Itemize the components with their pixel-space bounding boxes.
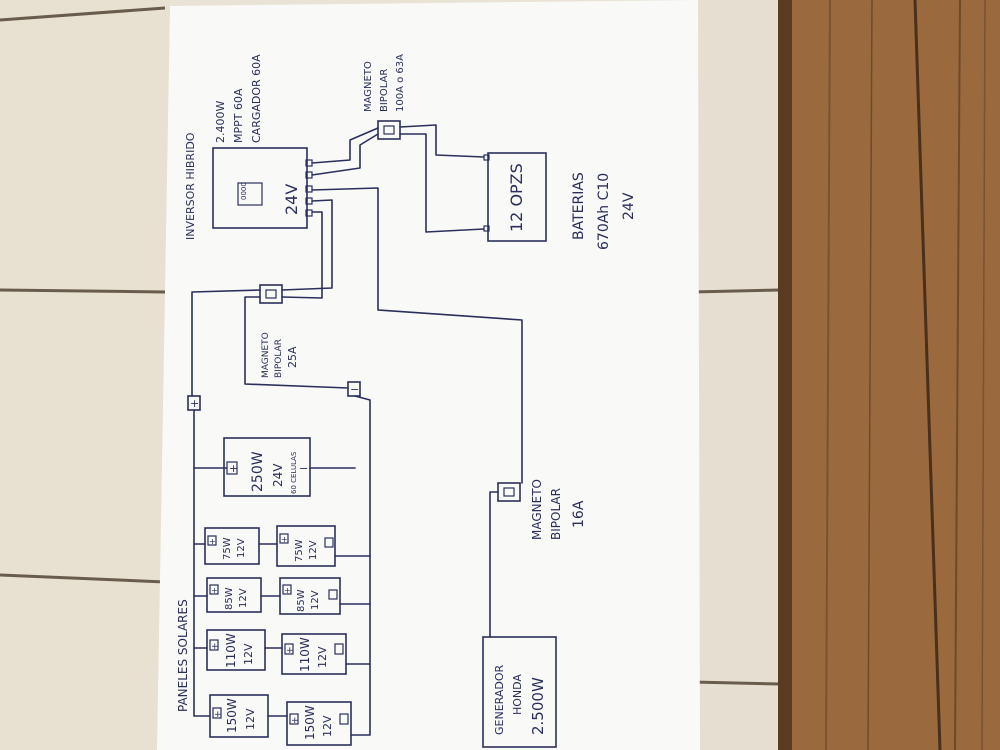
battery-label: 12 OPZS	[507, 163, 526, 232]
solar-breaker-line-1: MAGNETO	[261, 332, 271, 378]
svg-text:150W: 150W	[225, 698, 239, 733]
panel-row-bottom: + 150W 12V + 110W 12V + 85W 12V + 75W 12…	[276, 525, 352, 746]
panel-top-85w: + 85W 12V	[206, 577, 262, 613]
svg-text:+: +	[291, 716, 299, 726]
tile-floor-right	[690, 0, 781, 750]
inverter-spec-mppt: MPPT 60A	[232, 88, 245, 143]
svg-text:−: −	[299, 462, 308, 475]
inverter-spec-power: 2.400W	[214, 101, 227, 143]
panel-bottom-110w: + 110W 12V	[281, 633, 347, 675]
wiring	[191, 124, 523, 736]
solar-breaker: MAGNETO BIPOLAR 25A	[259, 284, 299, 378]
solar-breaker-line-2: BIPOLAR	[274, 339, 284, 378]
panel-row-top: + 150W 12V + 110W 12V + 85W 12V + 75W 12…	[204, 527, 269, 738]
svg-text:+: +	[286, 646, 294, 656]
svg-text:150W: 150W	[303, 705, 317, 740]
panel-250w-line-1: 250W	[250, 451, 266, 492]
svg-text:12V: 12V	[310, 590, 321, 610]
svg-text:+: +	[229, 462, 238, 475]
svg-text:+: +	[211, 642, 219, 652]
svg-text:12V: 12V	[242, 643, 255, 665]
inverter-voltage: 24V	[282, 184, 301, 215]
wood-floor	[778, 0, 1000, 750]
panel-250w-line-3: 60 CELULAS	[290, 451, 298, 494]
panel-top-150w: + 150W 12V	[209, 694, 269, 738]
battery-bank: 12 OPZS BATERIAS 670Ah C10 24V	[483, 152, 637, 250]
svg-text:85W: 85W	[224, 587, 235, 610]
panel-top-75w: + 75W 12V	[204, 527, 260, 565]
generator-breaker-line-1: MAGNETO	[530, 479, 544, 540]
panel-bottom-75w: + 75W 12V	[276, 525, 336, 567]
generator-line-2: HONDA	[511, 674, 524, 715]
svg-text:110W: 110W	[298, 637, 312, 672]
svg-text:+: +	[281, 535, 288, 544]
tile-floor-left	[0, 0, 170, 750]
panel-250w-line-2: 24V	[271, 463, 285, 487]
svg-text:0000: 0000	[240, 182, 248, 200]
solar-breaker-line-3: 25A	[286, 346, 299, 368]
svg-text:12V: 12V	[321, 715, 334, 737]
inverter-title: INVERSOR HIBRIDO	[184, 132, 197, 240]
positive-collector: +	[187, 395, 201, 411]
inverter-spec-charger: CARGADOR 60A	[250, 54, 263, 143]
generator-line-1: GENERADOR	[493, 664, 506, 735]
battery-caption-2: 670Ah C10	[596, 173, 612, 250]
svg-text:110W: 110W	[224, 633, 238, 668]
battery-breaker: MAGNETO BIPOLAR 100A o 63A	[363, 54, 406, 140]
svg-text:12V: 12V	[238, 588, 249, 608]
generator-breaker: MAGNETO BIPOLAR 16A	[497, 479, 587, 540]
panel-top-110w: + 110W 12V	[206, 629, 266, 671]
generator-line-3: 2.500W	[529, 677, 547, 735]
battery-breaker-line-3: 100A o 63A	[395, 54, 406, 112]
svg-text:+: +	[209, 537, 216, 546]
svg-text:12V: 12V	[244, 708, 257, 730]
svg-text:−: −	[350, 383, 359, 396]
svg-text:75W: 75W	[294, 539, 305, 562]
inverter: 0000 24V INVERSOR HIBRIDO 2.400W MPPT 60…	[184, 54, 313, 240]
battery-caption-1: BATERIAS	[571, 172, 587, 240]
generator-breaker-line-3: 16A	[571, 500, 587, 528]
paper-sheet	[157, 0, 700, 750]
panel-250w: + 250W 24V 60 CELULAS −	[223, 437, 311, 497]
panels-title: PANELES SOLARES	[176, 599, 190, 712]
battery-breaker-line-2: BIPOLAR	[379, 69, 390, 112]
svg-text:+: +	[190, 397, 199, 410]
svg-text:85W: 85W	[296, 589, 307, 612]
generator: GENERADOR HONDA 2.500W	[482, 636, 557, 748]
svg-text:12V: 12V	[236, 538, 247, 558]
panel-bottom-150w: + 150W 12V	[286, 701, 352, 746]
battery-caption-3: 24V	[621, 192, 637, 220]
svg-text:12V: 12V	[308, 540, 319, 560]
negative-collector: −	[347, 381, 361, 397]
generator-breaker-line-2: BIPOLAR	[549, 488, 563, 540]
svg-text:+: +	[211, 586, 218, 595]
svg-text:+: +	[284, 586, 291, 595]
svg-text:75W: 75W	[222, 537, 233, 560]
svg-text:12V: 12V	[316, 646, 329, 668]
battery-breaker-line-1: MAGNETO	[363, 61, 374, 112]
svg-text:+: +	[214, 710, 222, 720]
